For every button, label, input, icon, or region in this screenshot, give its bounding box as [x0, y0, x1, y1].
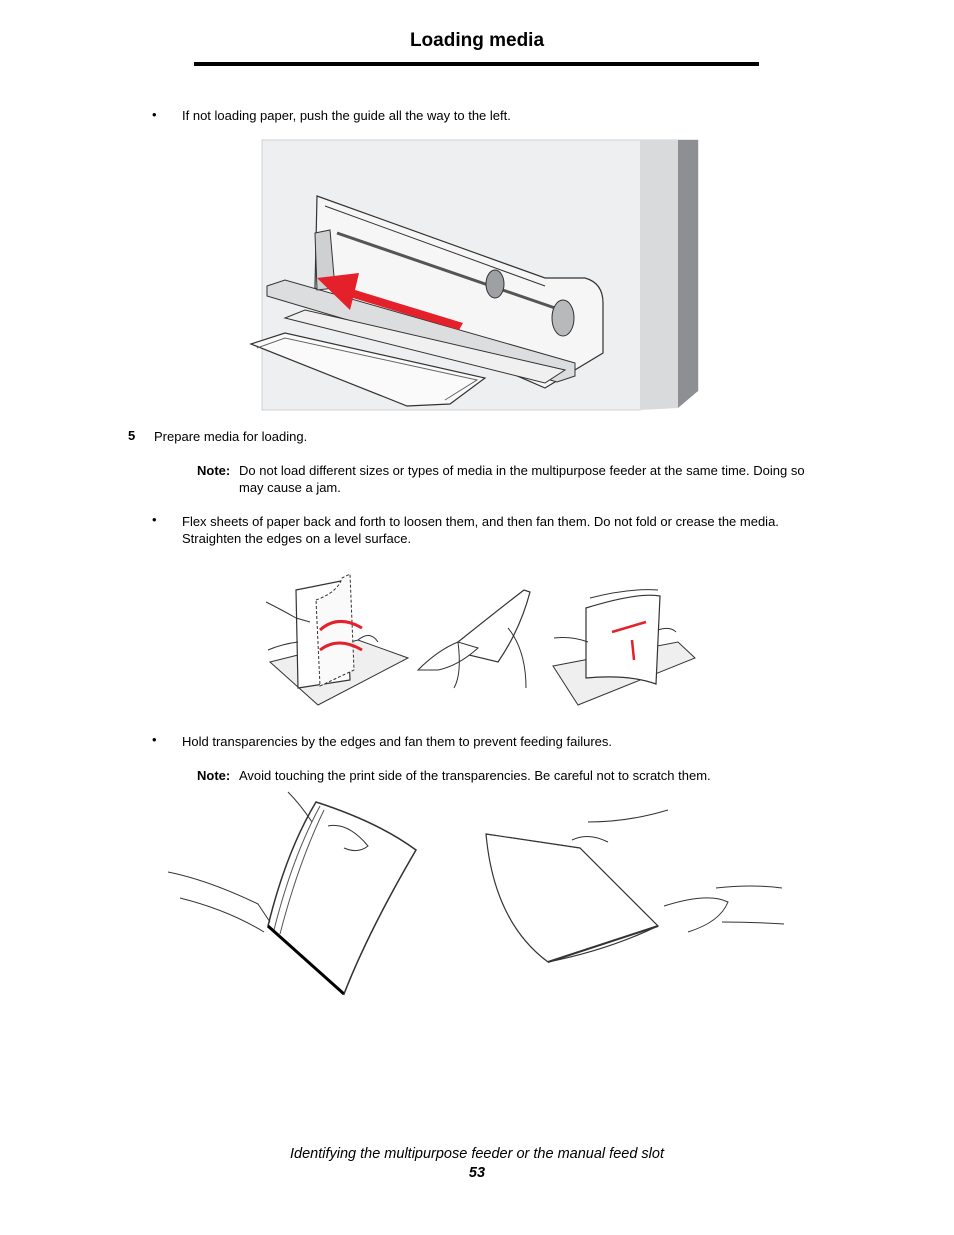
note-text-line2: may cause a jam.: [239, 480, 341, 495]
flex-and-fan-paper-illustration: [265, 573, 696, 706]
page-number: 53: [468, 1165, 486, 1181]
bullet-text-flex-line2: Straighten the edges on a level surface.: [182, 531, 412, 546]
note-label: Note:: [197, 768, 231, 783]
bullet-text-flex-line1: Flex sheets of paper back and forth to l…: [182, 514, 779, 529]
footer-section-title: Identifying the multipurpose feeder or t…: [289, 1146, 664, 1162]
bullet-marker: •: [152, 512, 157, 527]
bullet-marker: •: [152, 107, 157, 122]
header-rule: [194, 62, 759, 66]
step-text: Prepare media for loading.: [154, 429, 308, 444]
page-title: Loading media: [409, 30, 545, 51]
fan-transparencies-illustration: [167, 791, 785, 996]
note-label: Note:: [197, 463, 231, 478]
printer-feeder-illustration: [249, 139, 699, 411]
note-text: Avoid touching the print side of the tra…: [239, 768, 711, 783]
step-number: 5: [128, 428, 136, 443]
note-text-line1: Do not load different sizes or types of …: [239, 463, 805, 478]
bullet-marker: •: [152, 732, 157, 747]
bullet-text-guide-left: If not loading paper, push the guide all…: [182, 108, 511, 123]
bullet-text-transparencies: Hold transparencies by the edges and fan…: [182, 734, 612, 749]
